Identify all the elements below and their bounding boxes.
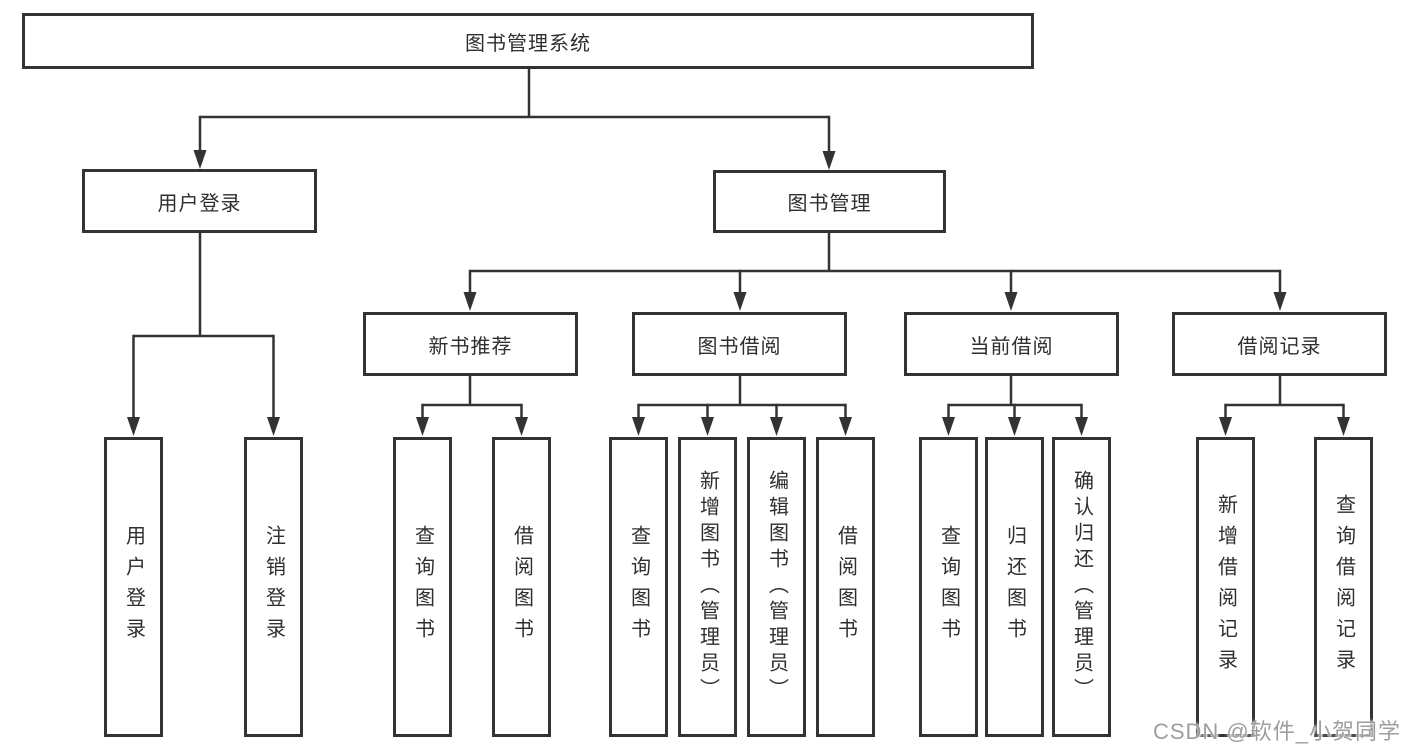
arrowhead (632, 417, 645, 436)
arrowhead (1075, 417, 1088, 436)
node-book-borrow: 图书借阅 (632, 312, 847, 376)
arrowhead (193, 150, 207, 169)
watermark: CSDN @软件_小贺同学 (1152, 719, 1401, 744)
arrowhead (1273, 292, 1287, 311)
node-book-management: 图书管理 (713, 170, 946, 233)
leaf-add-book-admin: 新增图书（管理员） (678, 437, 737, 737)
arrowhead (463, 292, 477, 311)
arrowhead (1219, 417, 1232, 436)
arrowhead (1008, 417, 1021, 436)
leaf-confirm-return-admin: 确认归还（管理员） (1052, 437, 1111, 737)
node-root-library-system: 图书管理系统 (22, 13, 1034, 69)
leaf-borrow-books-borrow: 借阅图书 (816, 437, 875, 737)
connector-lines (132, 69, 1345, 419)
node-user-login: 用户登录 (82, 169, 317, 233)
arrowhead (822, 151, 836, 170)
leaf-borrow-books-recommend: 借阅图书 (492, 437, 551, 737)
arrowhead (770, 417, 783, 436)
arrowhead (127, 417, 140, 436)
arrowhead (942, 417, 955, 436)
leaf-return-book: 归还图书 (985, 437, 1044, 737)
arrowhead (839, 417, 852, 436)
leaf-logout: 注销登录 (244, 437, 303, 737)
leaf-query-books-current: 查询图书 (919, 437, 978, 737)
arrowheads (127, 150, 1350, 436)
arrowhead (1004, 292, 1018, 311)
leaf-query-books-recommend: 查询图书 (393, 437, 452, 737)
arrowhead (701, 417, 714, 436)
leaf-edit-book-admin: 编辑图书（管理员） (747, 437, 806, 737)
arrowhead (267, 417, 280, 436)
arrowhead (515, 417, 528, 436)
node-borrow-records: 借阅记录 (1172, 312, 1387, 376)
leaf-user-login: 用户登录 (104, 437, 163, 737)
leaf-query-borrow-record: 查询借阅记录 (1314, 437, 1373, 737)
arrowhead (1337, 417, 1350, 436)
arrowhead (733, 292, 747, 311)
node-current-borrow: 当前借阅 (904, 312, 1119, 376)
node-new-book-recommend: 新书推荐 (363, 312, 578, 376)
leaf-query-books-borrow: 查询图书 (609, 437, 668, 737)
leaf-add-borrow-record: 新增借阅记录 (1196, 437, 1255, 737)
arrowhead (416, 417, 429, 436)
